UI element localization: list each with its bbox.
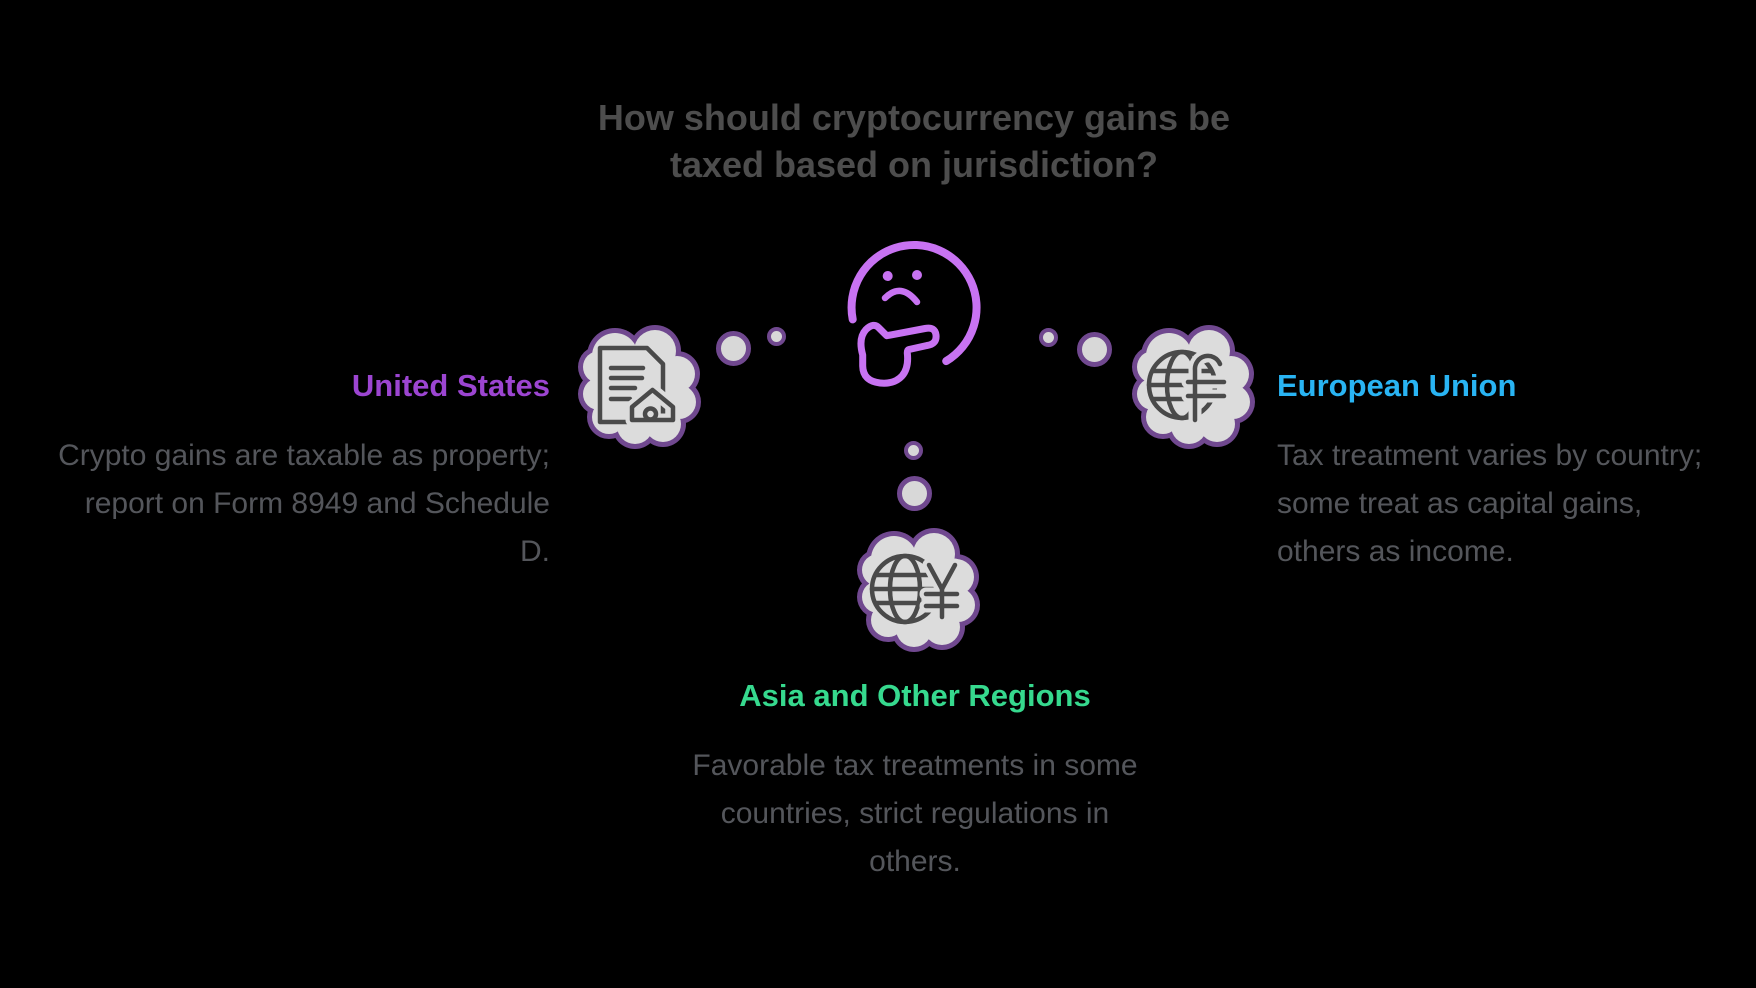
node-european-union-label: European Union	[1277, 368, 1517, 403]
thought-cloud-eu	[1132, 325, 1255, 449]
document-house-icon	[597, 345, 680, 427]
node-united-states-label: United States	[351, 368, 550, 403]
node-asia-other-regions-label: Asia and Other Regions	[739, 678, 1091, 713]
node-united-states-description: Crypto gains are taxable as property; re…	[58, 439, 550, 568]
thought-dot-left-large	[716, 331, 751, 366]
question-title-line2: taxed based on jurisdiction?	[669, 144, 1159, 185]
thought-dot-right-large	[1077, 332, 1112, 367]
node-asia-other-regions: Asia and Other Regions Favorable tax tre…	[685, 676, 1145, 886]
thought-dot-left-small	[767, 327, 786, 346]
thought-cloud-us	[578, 325, 701, 449]
thought-dot-right-small	[1039, 328, 1058, 347]
globe-pound-icon	[1146, 349, 1231, 427]
node-asia-other-regions-description: Favorable tax treatments in some countri…	[692, 749, 1138, 878]
thought-cloud-asia	[857, 528, 980, 652]
node-united-states: United States Crypto gains are taxable a…	[50, 366, 550, 576]
question-title: How should cryptocurrency gains be taxed…	[564, 94, 1264, 188]
thinking-face-icon	[847, 241, 981, 387]
question-title-line1: How should cryptocurrency gains be	[597, 97, 1231, 138]
node-european-union: European Union Tax treatment varies by c…	[1277, 366, 1707, 576]
thought-dot-bottom-small	[904, 441, 923, 460]
node-european-union-description: Tax treatment varies by country; some tr…	[1277, 439, 1703, 568]
thought-dot-bottom-large	[897, 476, 932, 511]
globe-yen-icon	[869, 553, 964, 625]
